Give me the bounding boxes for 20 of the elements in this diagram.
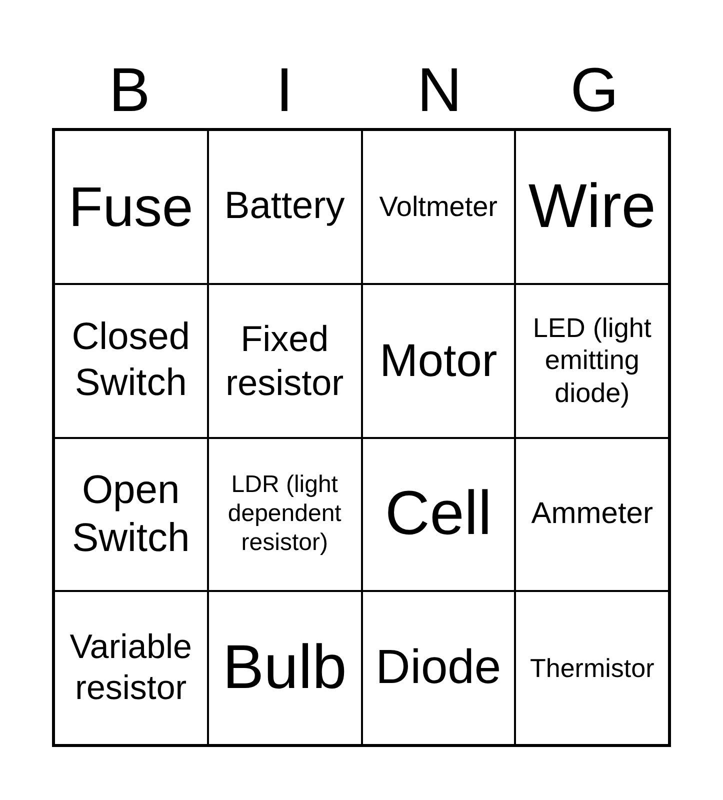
bingo-term: Closed Switch: [70, 315, 192, 406]
bingo-term: Fixed resistor: [224, 317, 345, 404]
bingo-term: Thermistor: [530, 652, 654, 684]
column-heading-letter: G: [570, 56, 619, 126]
bingo-term: Diode: [376, 640, 502, 696]
column-heading-letter: B: [108, 56, 150, 126]
bingo-term: LED (light emitting diode): [532, 312, 652, 410]
bingo-term: Fuse: [68, 174, 194, 240]
column-heading-letter: I: [276, 56, 294, 126]
bingo-term: Wire: [528, 170, 656, 243]
bingo-term: Variable resistor: [68, 627, 193, 709]
bingo-term: Battery: [224, 184, 345, 230]
bingo-term: Motor: [380, 333, 498, 388]
column-heading-letter: N: [417, 56, 462, 126]
bingo-term: Open Switch: [70, 467, 191, 562]
bingo-term: Cell: [384, 478, 492, 550]
bingo-term: LDR (light dependent resistor): [226, 471, 342, 558]
bingo-term: Bulb: [222, 632, 347, 704]
bingo-term: Ammeter: [531, 496, 653, 532]
bingo-term: Voltmeter: [379, 190, 498, 224]
